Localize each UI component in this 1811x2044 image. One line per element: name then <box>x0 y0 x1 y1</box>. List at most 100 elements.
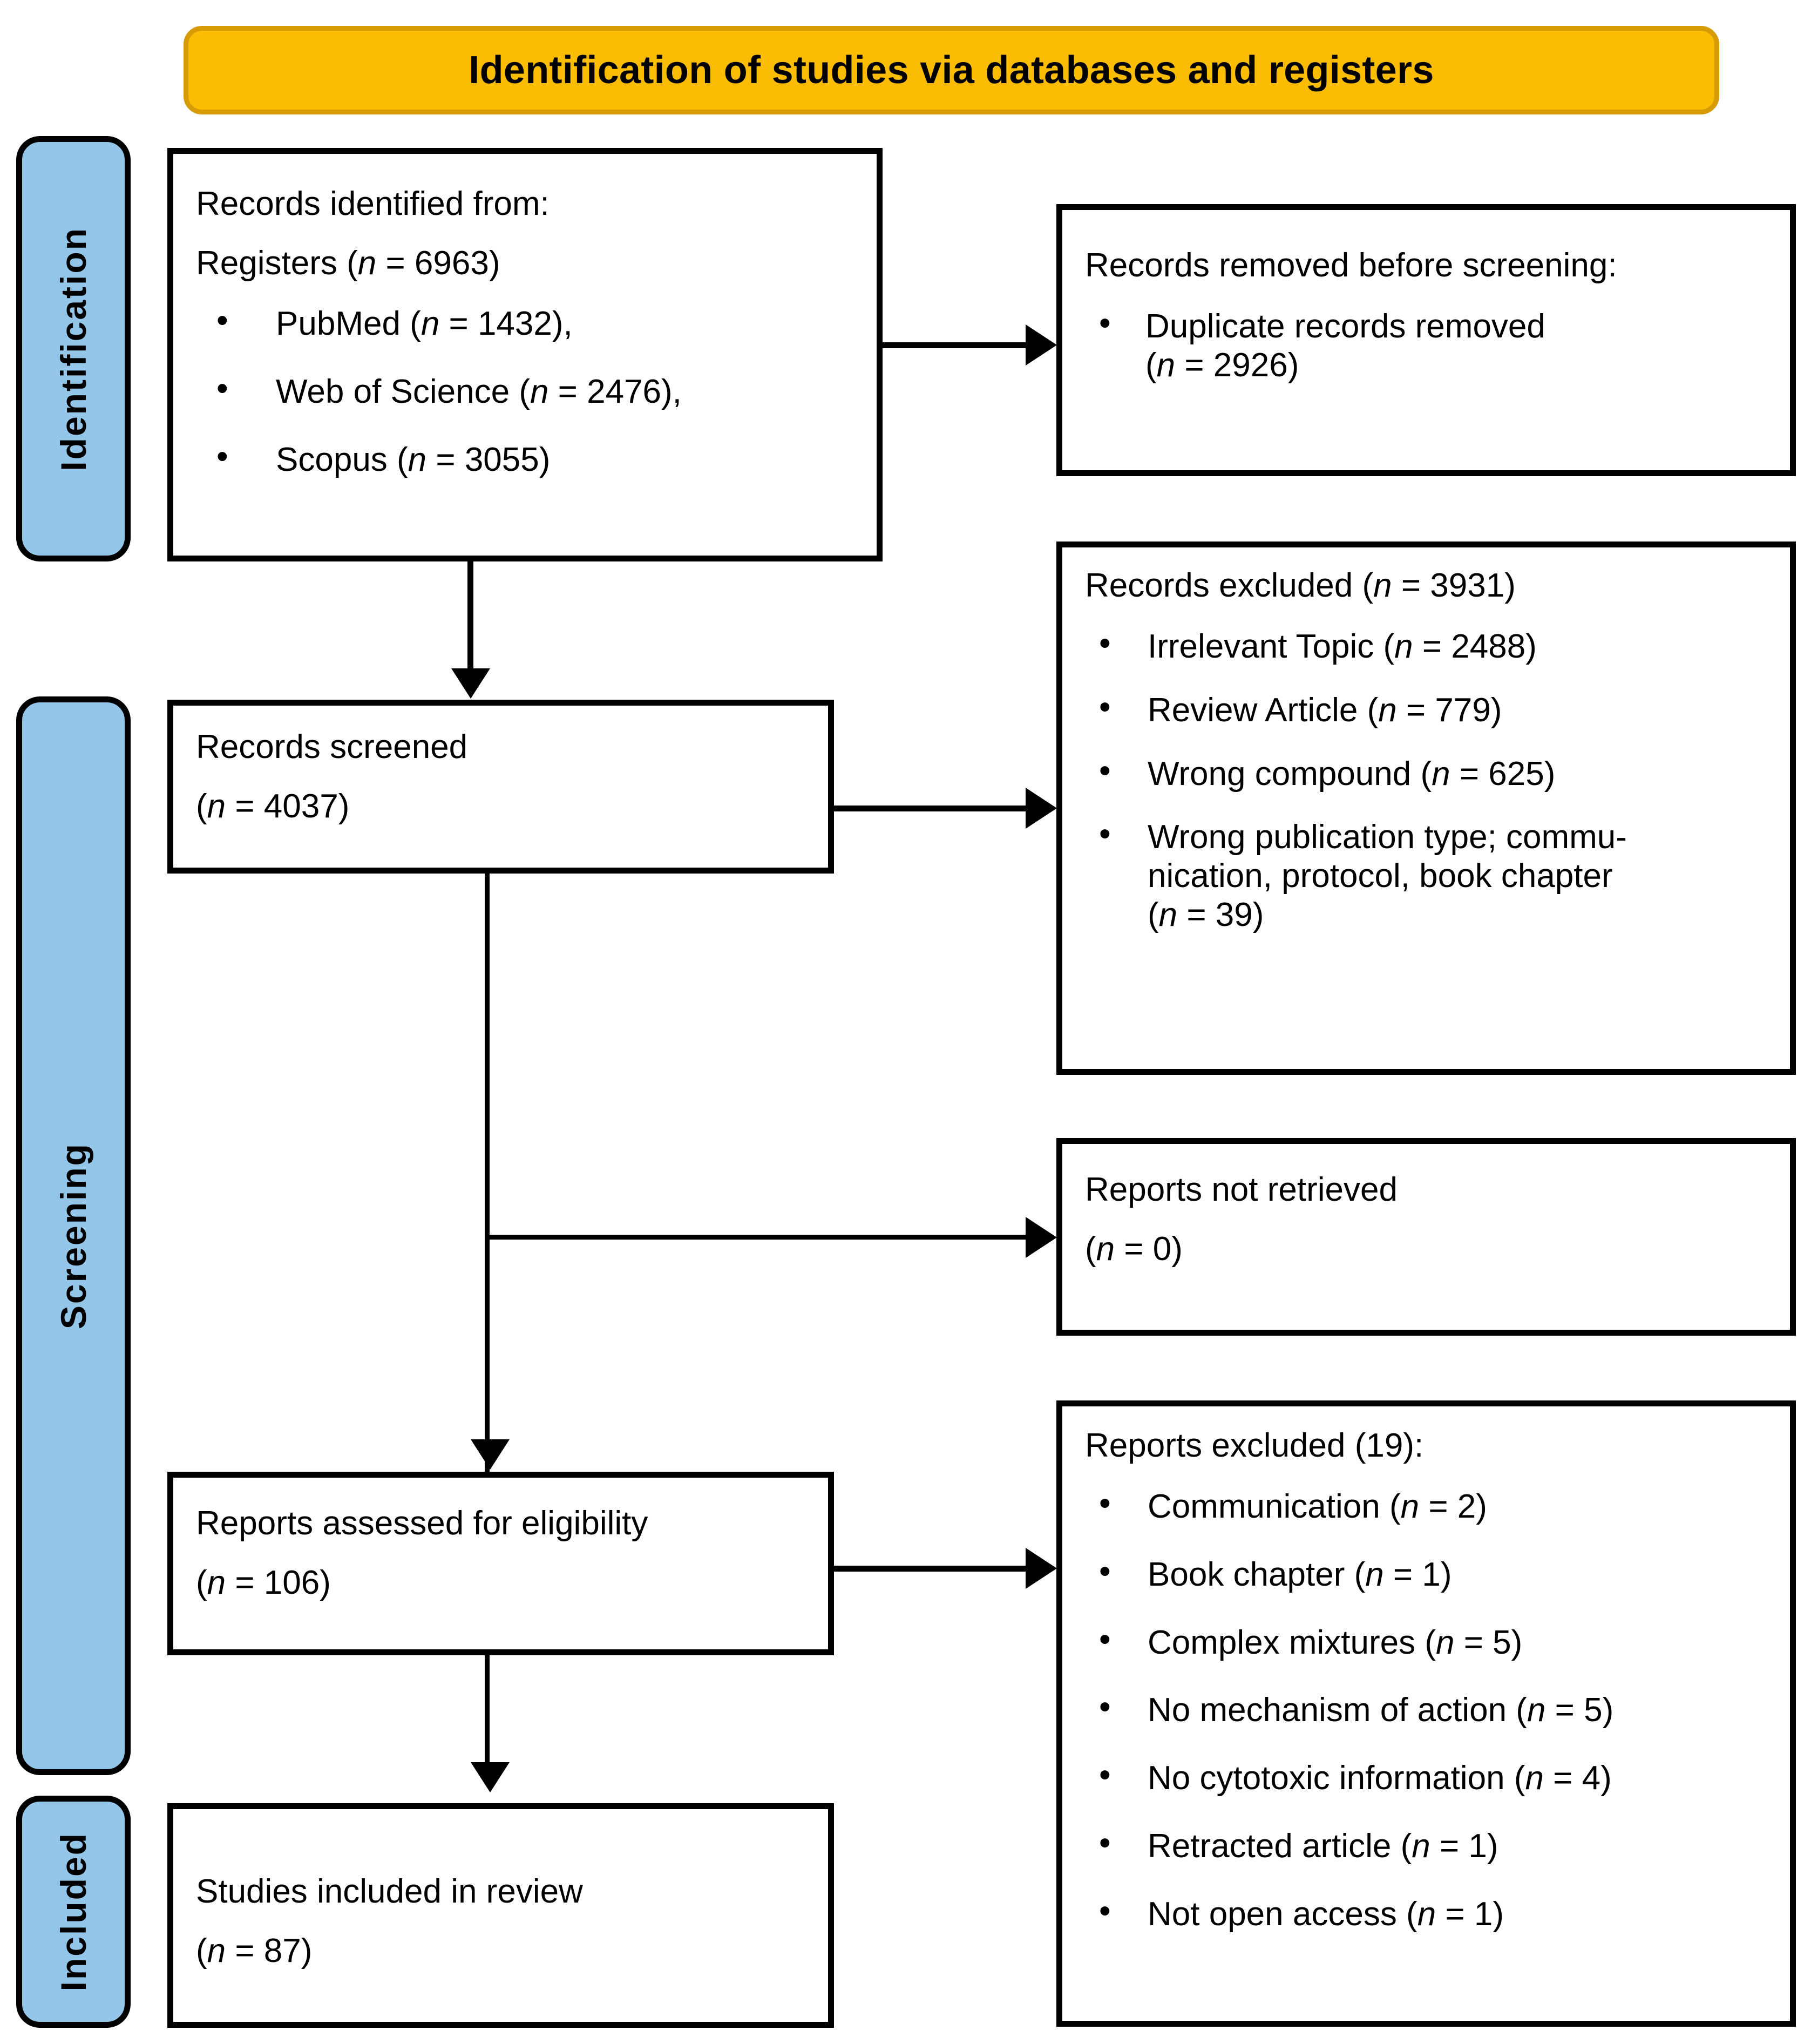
phase-band-screening: Screening <box>16 696 131 1775</box>
list-item: Wrong publication type; commu- nication,… <box>1085 815 1767 935</box>
connector-identified-to-screened <box>467 561 473 673</box>
connector-screened-spine <box>485 874 490 1475</box>
list-item: PubMed (n = 1432), <box>196 301 854 343</box>
source-label: Web of Science ( <box>276 373 530 411</box>
source-label: PubMed ( <box>276 305 421 343</box>
records-identified-heading: Records identified from: <box>196 185 550 222</box>
reason-label: Retracted article ( <box>1148 1828 1412 1865</box>
n-symbol: n <box>357 244 377 282</box>
box-records-removed-before-screening: Records removed before screening: Duplic… <box>1056 204 1796 476</box>
box-reports-assessed-for-eligibility: Reports assessed for eligibility (n = 10… <box>167 1472 834 1655</box>
list-item: Irrelevant Topic (n = 2488) <box>1085 624 1767 666</box>
studies-included-heading: Studies included in review <box>196 1873 583 1910</box>
arrowhead-spine-to-assessed <box>471 1439 510 1470</box>
arrowhead-identified-to-screened <box>451 668 490 699</box>
arrowhead-assessed-to-included <box>471 1762 510 1792</box>
n-symbol: n <box>1412 1828 1430 1865</box>
duplicate-records-count: (n = 2926) <box>1145 346 1299 384</box>
n-symbol: n <box>1432 755 1450 793</box>
n-symbol: n <box>1158 896 1178 934</box>
source-count: = 3055) <box>426 441 551 479</box>
diagram-header-banner: Identification of studies via databases … <box>184 26 1719 114</box>
reason-count: = 625) <box>1450 755 1556 793</box>
list-item: Not open access (n = 1) <box>1085 1892 1767 1934</box>
reason-count: = 2488) <box>1413 627 1537 665</box>
records-excluded-heading: Records excluded (n = 3931) <box>1085 567 1516 604</box>
box-records-identified: Records identified from: Registers (n = … <box>167 148 883 561</box>
n-symbol: n <box>207 787 226 825</box>
list-item: Retracted article (n = 1) <box>1085 1824 1767 1866</box>
list-item: Complex mixtures (n = 5) <box>1085 1620 1767 1662</box>
registers-label: Registers ( <box>196 244 358 282</box>
connector-identified-to-removed <box>883 342 1039 348</box>
reason-count: = 779) <box>1396 691 1502 729</box>
n-symbol: n <box>1373 567 1392 604</box>
n-symbol: n <box>420 305 440 343</box>
n-symbol: n <box>1525 1759 1544 1797</box>
reports-not-retrieved-heading: Reports not retrieved <box>1085 1171 1398 1208</box>
reason-count: = 5) <box>1454 1623 1523 1661</box>
list-item: No mechanism of action (n = 5) <box>1085 1688 1767 1730</box>
arrowhead-screened-to-excluded <box>1026 788 1057 829</box>
arrowhead-assessed-to-reports-excluded <box>1026 1548 1057 1589</box>
n-symbol: n <box>1400 1487 1420 1525</box>
phase-band-included: Included <box>16 1796 131 2028</box>
box-records-screened: Records screened (n = 4037) <box>167 700 834 874</box>
connector-assessed-to-reports-excluded <box>834 1566 1039 1572</box>
list-item: Communication (n = 2) <box>1085 1484 1767 1526</box>
records-screened-heading: Records screened <box>196 728 468 766</box>
phase-label-screening: Screening <box>53 1142 93 1330</box>
list-item: No cytotoxic information (n = 4) <box>1085 1756 1767 1798</box>
arrowhead-identified-to-removed <box>1026 324 1057 366</box>
list-item: Duplicate records removed (n = 2926) <box>1085 304 1767 385</box>
connector-screened-to-excluded <box>834 806 1039 811</box>
box-studies-included-in-review: Studies included in review (n = 87) <box>167 1803 834 2028</box>
box-reports-excluded: Reports excluded (19): Communication (n … <box>1056 1400 1796 2027</box>
list-item: Book chapter (n = 1) <box>1085 1552 1767 1594</box>
source-label: Scopus ( <box>276 441 408 479</box>
reason-label: Not open access ( <box>1148 1896 1417 1933</box>
reason-label-line1: Wrong publication type; commu- <box>1148 818 1627 856</box>
n-symbol: n <box>1436 1623 1455 1661</box>
reason-count: = 1) <box>1436 1896 1504 1933</box>
reason-label: Review Article ( <box>1148 691 1379 729</box>
studies-included-count: (n = 87) <box>196 1932 313 1969</box>
reason-label: Complex mixtures ( <box>1148 1623 1436 1661</box>
n-symbol: n <box>408 441 427 479</box>
n-symbol: n <box>1365 1555 1384 1593</box>
reason-count: = 1) <box>1383 1555 1452 1593</box>
reason-count: = 5) <box>1545 1691 1614 1729</box>
arrowhead-spine-to-not-retrieved <box>1026 1217 1057 1258</box>
reason-label: Book chapter ( <box>1148 1555 1366 1593</box>
box-reports-not-retrieved: Reports not retrieved (n = 0) <box>1056 1138 1796 1336</box>
reason-label-line2: nication, protocol, book chapter <box>1148 857 1613 895</box>
reports-excluded-list: Communication (n = 2) Book chapter (n = … <box>1085 1484 1767 1934</box>
reports-assessed-count: (n = 106) <box>196 1564 331 1601</box>
reason-count: = 1) <box>1430 1828 1498 1865</box>
n-symbol: n <box>1527 1691 1546 1729</box>
reason-label: No mechanism of action ( <box>1148 1691 1527 1729</box>
records-screened-count: (n = 4037) <box>196 787 350 825</box>
n-symbol: n <box>1417 1896 1436 1933</box>
n-symbol: n <box>207 1932 226 1969</box>
n-symbol: n <box>207 1564 226 1601</box>
duplicate-records-label: Duplicate records removed <box>1145 307 1545 345</box>
connector-spine-to-not-retrieved <box>485 1235 1039 1240</box>
reason-label: Irrelevant Topic ( <box>1148 627 1395 665</box>
reason-label: Communication ( <box>1148 1487 1401 1525</box>
records-removed-list: Duplicate records removed (n = 2926) <box>1085 304 1767 385</box>
phase-band-identification: Identification <box>16 136 131 561</box>
source-count: = 2476), <box>548 373 682 411</box>
records-identified-sources: PubMed (n = 1432), Web of Science ( n = 2… <box>196 301 854 479</box>
phase-label-included: Included <box>53 1832 93 1992</box>
n-symbol: n <box>1394 627 1413 665</box>
n-symbol: n <box>1378 691 1397 729</box>
list-item: Review Article (n = 779) <box>1085 688 1767 730</box>
reason-label: Wrong compound ( <box>1148 755 1432 793</box>
reason-count: (n = 39) <box>1148 896 1264 934</box>
reports-excluded-heading: Reports excluded (19): <box>1085 1427 1424 1464</box>
reason-count: = 2) <box>1419 1487 1487 1525</box>
reason-count: = 4) <box>1543 1759 1612 1797</box>
box-records-excluded: Records excluded (n = 3931) Irrelevant T… <box>1056 542 1796 1075</box>
